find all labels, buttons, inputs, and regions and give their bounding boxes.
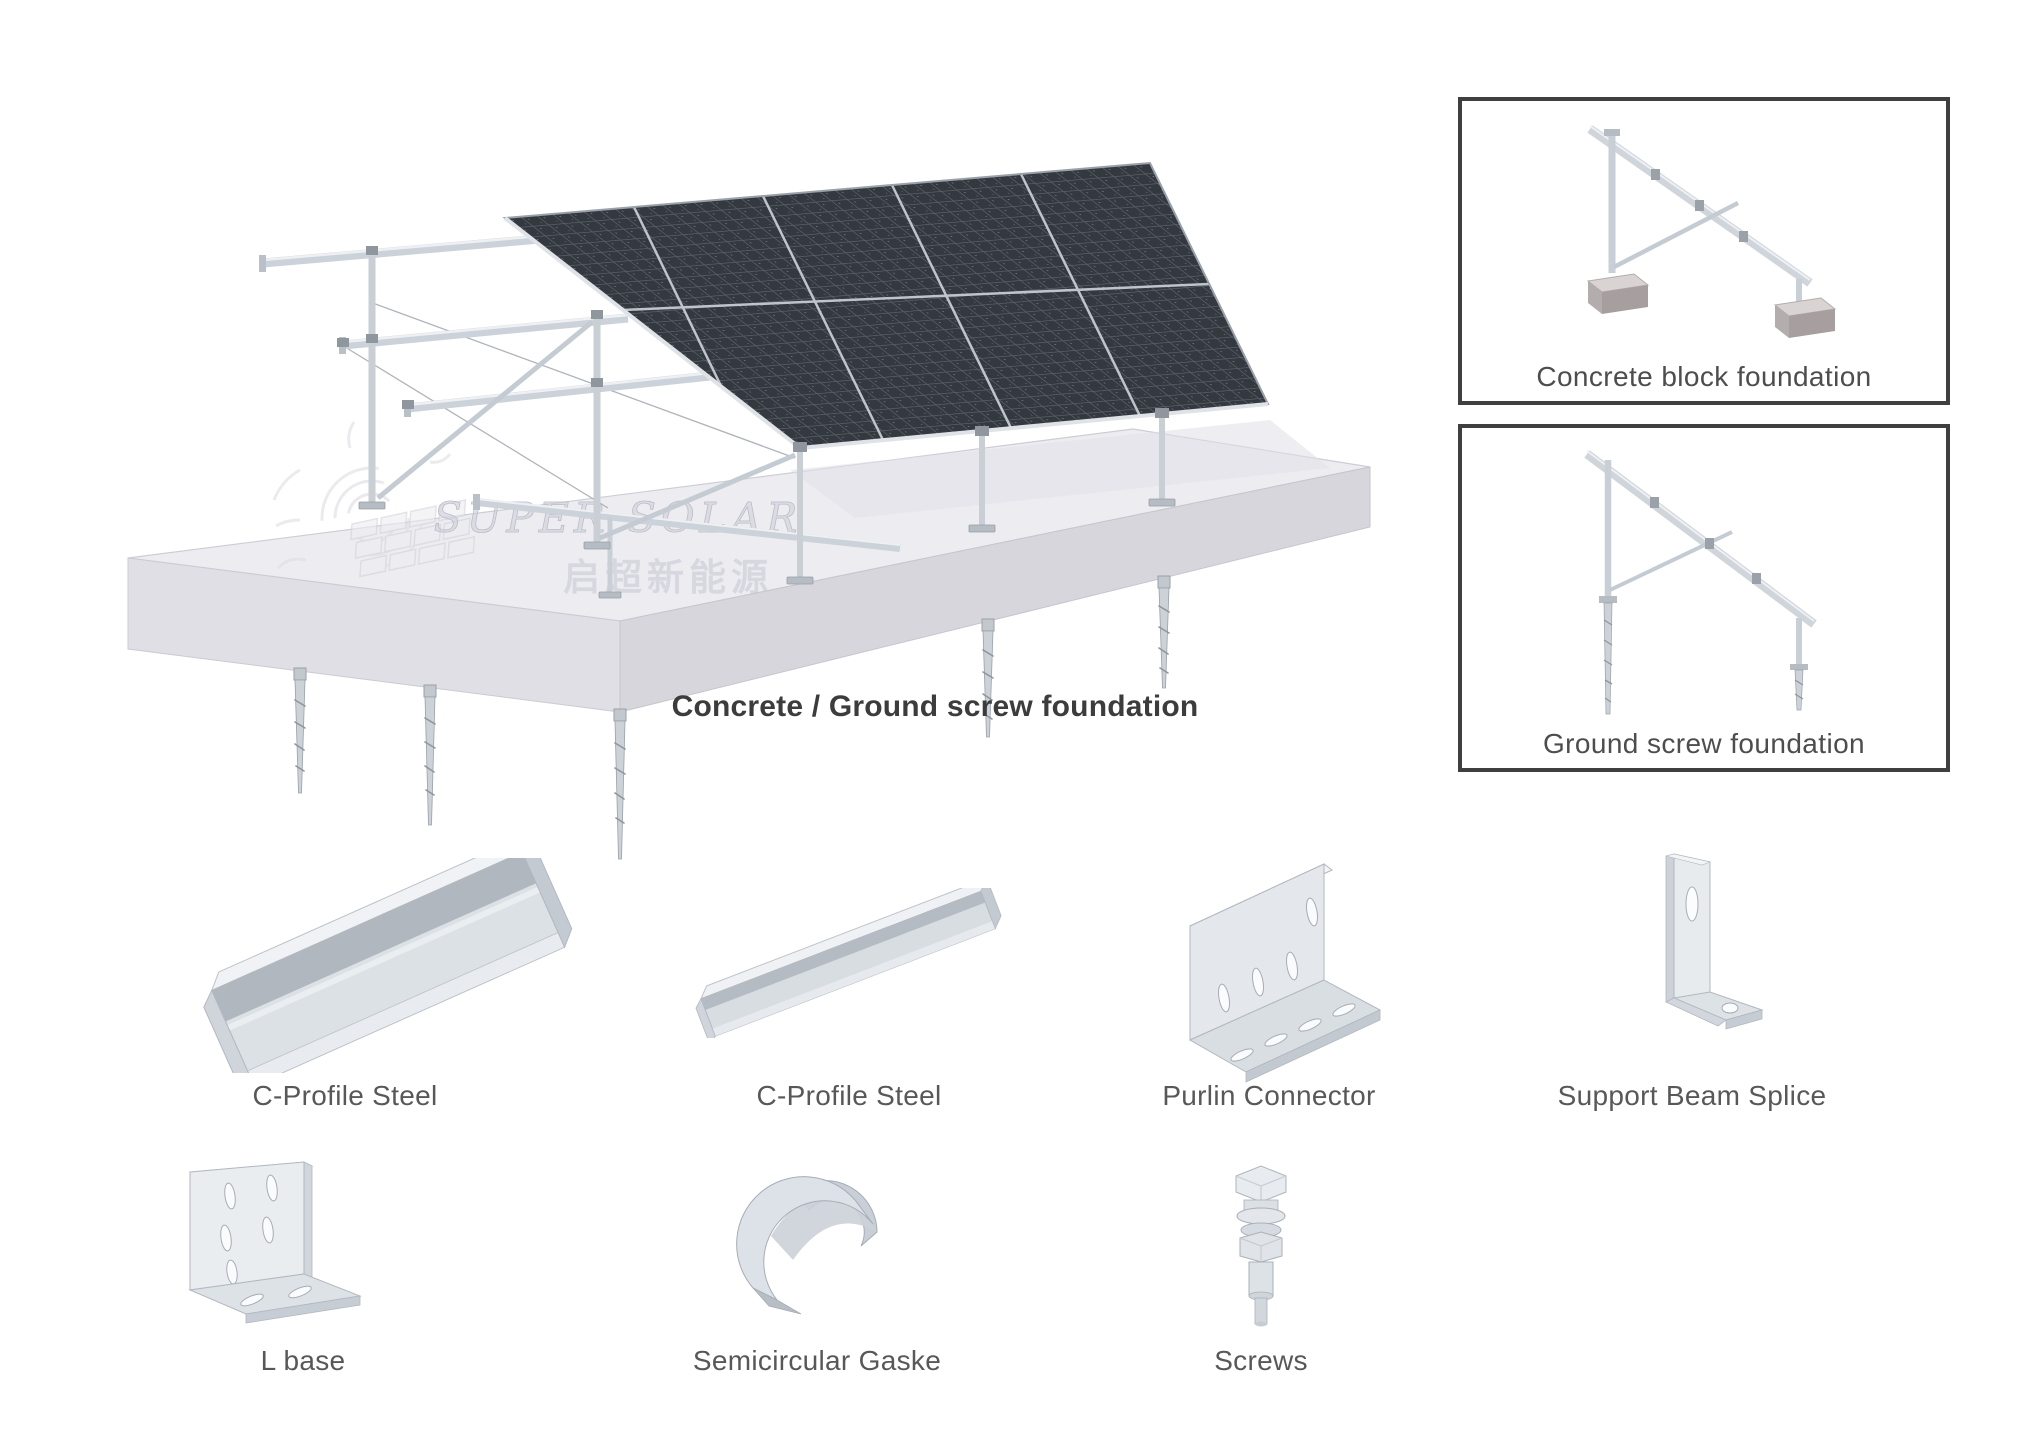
ground-screw-icon: [423, 684, 437, 826]
watermark-brand-cn: 启超新能源: [563, 556, 773, 599]
ground-screw-icon: [981, 618, 995, 738]
part-label-support-splice: Support Beam Splice: [1557, 1080, 1827, 1111]
front-posts: [786, 408, 1176, 585]
foundation-box-label: Ground screw foundation: [1542, 728, 1866, 759]
screws-figure: [1235, 1165, 1287, 1327]
solar-panel-array: [502, 161, 1270, 451]
foundation-box-ground-screw: Ground screw foundation: [1458, 424, 1950, 772]
ground-screw-icon: [1157, 575, 1171, 689]
part-label-purlin-connector: Purlin Connector: [1162, 1080, 1376, 1111]
l-base-figure: [188, 1161, 362, 1324]
part-label-c-profile-2: C-Profile Steel: [756, 1080, 942, 1111]
ground-screw-icon: [613, 708, 627, 860]
sun-logo-icon: [272, 421, 476, 578]
part-label-c-profile-1: C-Profile Steel: [252, 1080, 438, 1111]
part-label-semicircular-gasket: Semicircular Gaske: [692, 1345, 942, 1376]
ground-screws: [293, 575, 1171, 860]
support-beam-splice-figure: [1665, 853, 1764, 1030]
c-profile-steel-figure-2: [695, 888, 1002, 1038]
ground-mount-illustration: SUPER SOLAR 启超新能源: [127, 161, 1371, 860]
foundation-box-concrete-block: Concrete block foundation: [1458, 97, 1950, 405]
foundation-box-label: Concrete block foundation: [1536, 361, 1872, 392]
purlin-connector-figure: [1188, 863, 1382, 1083]
semicircular-gasket-figure: [736, 1176, 878, 1315]
mounting-structure: [259, 234, 901, 599]
part-label-screws: Screws: [1214, 1345, 1308, 1376]
part-label-l-base: L base: [260, 1345, 346, 1376]
ground-screw-icon: [293, 667, 307, 794]
main-caption: Concrete / Ground screw foundation: [671, 690, 1199, 723]
c-profile-steel-figure-1: [203, 858, 573, 1073]
concrete-slab: [127, 420, 1371, 713]
ground-screw-foundation-figure: [1584, 450, 1817, 715]
concrete-block-foundation-figure: [1586, 125, 1837, 338]
